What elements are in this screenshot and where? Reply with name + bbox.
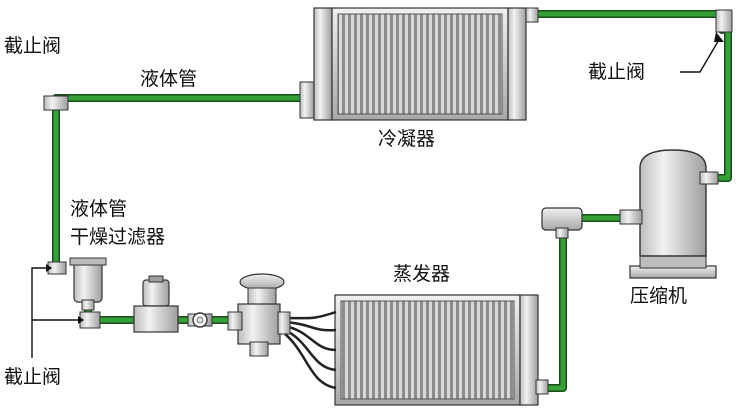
suction-accumulator — [541, 207, 583, 239]
leader-lines — [31, 32, 724, 358]
label-shutoff-valve-top-right: 截止阀 — [588, 61, 646, 83]
solenoid-valve — [133, 275, 179, 333]
label-shutoff-valve-top-left: 截止阀 — [4, 35, 62, 57]
compressor — [619, 149, 719, 279]
condenser — [299, 7, 539, 121]
shutoff-valve-liquid-top — [43, 95, 69, 111]
leader-bottom-left-valve — [31, 267, 46, 358]
arrow-head-icon — [46, 264, 52, 272]
label-condenser: 冷凝器 — [378, 128, 436, 150]
expansion-valve — [227, 273, 291, 357]
label-filter-drier: 干燥过滤器 — [70, 226, 166, 248]
arrow-head-icon — [78, 316, 84, 324]
label-liquid-line-top: 液体管 — [140, 68, 198, 90]
sight-glass — [187, 312, 213, 328]
leader-top-right-valve — [680, 37, 721, 73]
evaporator — [284, 294, 549, 406]
label-shutoff-valve-bottom-left: 截止阀 — [4, 366, 62, 388]
shutoff-valve-discharge — [715, 9, 733, 33]
label-liquid-line-mid: 液体管 — [70, 198, 128, 220]
discharge-line-right — [706, 26, 732, 182]
label-compressor: 压缩机 — [630, 285, 688, 307]
arrow-head-icon — [714, 32, 724, 42]
label-evaporator: 蒸发器 — [393, 263, 451, 285]
filter-drier — [69, 257, 107, 311]
